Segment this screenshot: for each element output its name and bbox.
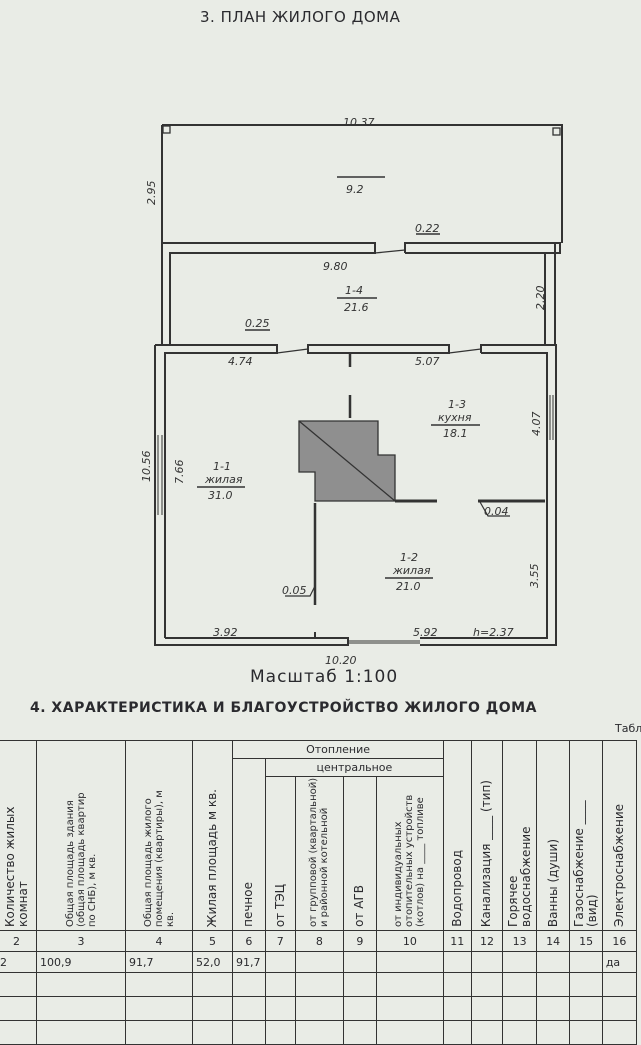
table-label: Табл <box>615 722 641 735</box>
room-name: жилая <box>204 473 243 486</box>
room-area: 21.0 <box>396 580 421 593</box>
empty-row <box>0 996 638 1021</box>
dim-niche1: 0.04 <box>484 505 509 518</box>
header-living-area: Жилая площадь м кв. <box>205 788 219 927</box>
room-num: 1-2 <box>400 551 418 564</box>
characteristics-table: Количество жилых комнат Общая площадь зд… <box>0 740 638 1045</box>
room-name: жилая <box>392 564 431 577</box>
ceiling-height: h=2.37 <box>473 626 514 639</box>
wall-top <box>162 124 563 243</box>
header-tec: от ТЭЦ <box>272 883 287 927</box>
header-dwelling-area: Общая площадь жилого помещения (квартиры… <box>142 790 176 927</box>
floor-plan: 10.37 2.95 9.2 0.22 9.80 1-4 21.6 2.20 0… <box>140 116 563 667</box>
room-area: 31.0 <box>208 489 233 502</box>
section-3-title: 3. ПЛАН ЖИЛОГО ДОМА <box>200 8 401 26</box>
dim-top: 10.37 <box>343 116 375 129</box>
dim-door1: 0.22 <box>415 222 440 235</box>
header-stove: печное <box>241 882 256 927</box>
dim-seg-right: 5.07 <box>415 355 440 368</box>
header-water: Водопровод <box>449 850 464 927</box>
header-central: центральное <box>316 761 393 774</box>
room-area: 21.6 <box>344 301 369 314</box>
dim-right-lower: 3.55 <box>528 564 541 589</box>
empty-row <box>0 972 638 997</box>
header-agv: от АГВ <box>352 885 367 927</box>
header-individual: от индивидуальных отопительных устройств… <box>393 794 427 927</box>
section-4-title: 4. ХАРАКТЕРИСТИКА И БЛАГОУСТРОЙСТВО ЖИЛО… <box>30 700 537 716</box>
room-area: 9.2 <box>346 183 364 196</box>
dim-left-inner: 7.66 <box>173 460 186 485</box>
header-heating: Отопление <box>306 743 370 756</box>
dim-corridor-w: 9.80 <box>323 260 348 273</box>
dim-seg-left: 4.74 <box>228 355 253 368</box>
scale-label: Масштаб 1:100 <box>250 667 399 687</box>
dim-kitchen-h: 4.07 <box>530 412 543 437</box>
room-name: кухня <box>438 411 472 424</box>
dim-veranda-h: 2.95 <box>145 181 158 206</box>
room-num: 1-4 <box>345 284 363 297</box>
header-electric: Электроснабжение <box>611 803 626 927</box>
header-sewer: Канализация ____ (тип) <box>479 779 494 927</box>
dim-left-total: 10.56 <box>140 451 153 483</box>
header-baths: Ванны (души) <box>545 838 560 927</box>
room-num: 1-3 <box>448 398 466 411</box>
dim-door2: 0.25 <box>245 317 270 330</box>
dim-niche2: 0.05 <box>282 584 307 597</box>
dim-corridor-h: 2.20 <box>534 286 547 311</box>
header-hot-water: Горячее водоснабжение <box>505 826 533 927</box>
dim-bottom-total: 10.20 <box>325 654 357 667</box>
room-area: 18.1 <box>443 427 468 440</box>
dim-bottom-right: 5.92 <box>413 626 438 639</box>
header-rooms-count: Количество жилых комнат <box>2 806 30 927</box>
header-building-area: Общая площадь здания (общая площадь квар… <box>64 792 98 927</box>
header-boiler-house: от групповой (квартальной) и районной ко… <box>308 777 331 927</box>
dim-bottom-left: 3.92 <box>213 626 238 639</box>
empty-row <box>0 1020 638 1045</box>
room-num: 1-1 <box>213 460 231 473</box>
header-gas: Газоснабжение ____ (вид) <box>572 800 600 927</box>
